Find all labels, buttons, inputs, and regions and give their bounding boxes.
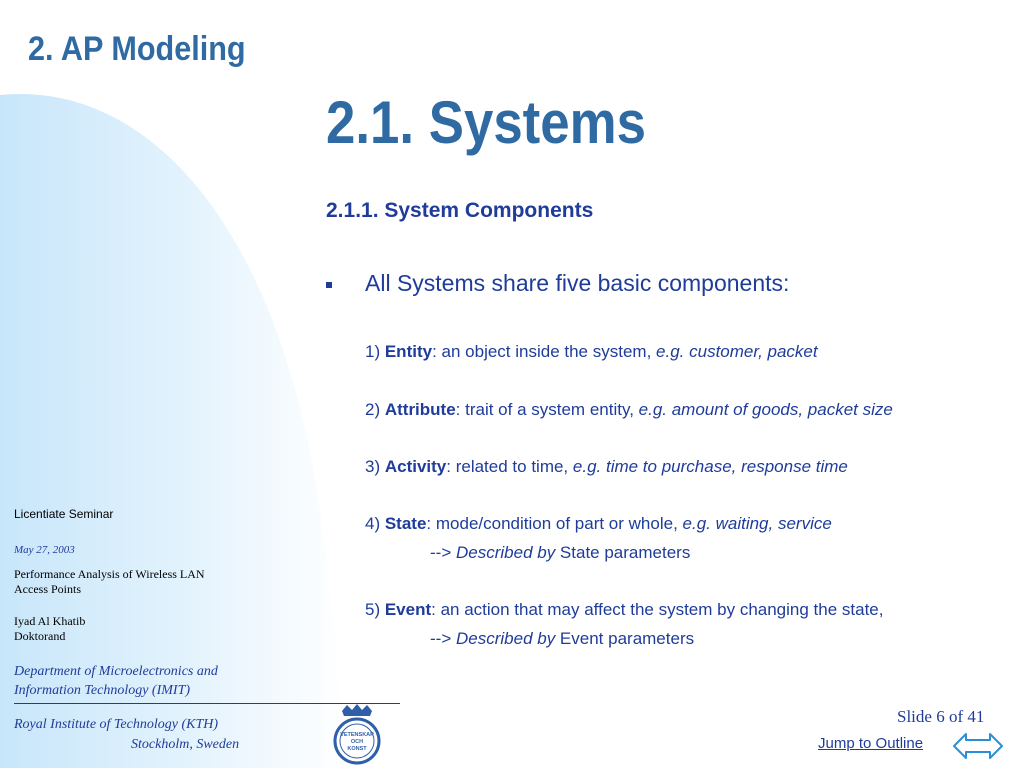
presentation-date: May 27, 2003: [14, 544, 75, 556]
subsection-title: 2.1.1. System Components: [326, 199, 594, 222]
slide-number: Slide 6 of 41: [897, 707, 985, 726]
thesis-title-line2: Access Points: [14, 582, 81, 596]
institute-name: Royal Institute of Technology (KTH): [14, 717, 219, 732]
parameters-text: Event parameters: [555, 629, 695, 648]
component-example: e.g. time to purchase, response time: [572, 457, 848, 476]
double-arrow-icon[interactable]: [952, 730, 1004, 762]
described-by-text: Described by: [455, 543, 556, 562]
institute-location: Stockholm, Sweden: [131, 737, 240, 752]
thesis-title: Performance Analysis of Wireless LAN Acc…: [14, 567, 205, 597]
component-description: : an action that may affect the system b…: [431, 600, 884, 619]
jump-to-outline-link[interactable]: Jump to Outline: [818, 735, 924, 752]
seal-text-1: VETENSKAP: [340, 732, 374, 738]
arrow-text: -->: [430, 629, 456, 648]
component-description: : trait of a system entity,: [455, 400, 639, 419]
component-term: Attribute: [384, 400, 456, 419]
department: Department of Microelectronics and Infor…: [14, 662, 218, 700]
component-item-event: 5) Event: an action that may affect the …: [365, 600, 883, 620]
bullet-square-icon: [326, 282, 332, 288]
component-item-state: 4) State: mode/condition of part or whol…: [365, 514, 832, 534]
component-number: 4): [365, 514, 385, 533]
component-number: 3): [365, 457, 385, 476]
arrow-text: -->: [430, 543, 456, 562]
divider: [14, 703, 400, 704]
bullet-text: All Systems share five basic components:: [365, 270, 790, 296]
seal-text-2: OCH: [351, 739, 363, 745]
author-role: Doktorand: [14, 629, 66, 643]
component-description: : related to time,: [446, 457, 573, 476]
department-line2: Information Technology (IMIT): [14, 683, 191, 698]
parameters-text: State parameters: [555, 543, 691, 562]
component-example: e.g. amount of goods, packet size: [638, 400, 893, 419]
author-name: Iyad Al Khatib: [14, 614, 86, 628]
component-description: : mode/condition of part or whole,: [426, 514, 683, 533]
component-number: 1): [365, 342, 385, 361]
component-term: Event: [384, 600, 432, 619]
seal-text-3: KONST: [347, 746, 367, 752]
component-item-activity: 3) Activity: related to time, e.g. time …: [365, 457, 848, 477]
section-title: 2. AP Modeling: [28, 30, 246, 68]
component-term: State: [384, 514, 427, 533]
component-example: e.g. customer, packet: [656, 342, 818, 361]
component-item-attribute: 2) Attribute: trait of a system entity, …: [365, 400, 893, 420]
state-described-by: --> Described by State parameters: [430, 543, 690, 563]
department-line1: Department of Microelectronics and: [14, 664, 218, 679]
thesis-title-line1: Performance Analysis of Wireless LAN: [14, 567, 205, 581]
author-block: Iyad Al Khatib Doktorand: [14, 614, 85, 644]
component-item-entity: 1) Entity: an object inside the system, …: [365, 342, 818, 362]
component-number: 5): [365, 600, 385, 619]
component-term: Activity: [384, 457, 447, 476]
component-number: 2): [365, 400, 385, 419]
component-term: Entity: [384, 342, 433, 361]
seminar-label: Licentiate Seminar: [14, 507, 114, 521]
event-described-by: --> Described by Event parameters: [430, 629, 694, 649]
slide-title: 2.1. Systems: [326, 89, 646, 156]
component-example: e.g. waiting, service: [682, 514, 832, 533]
described-by-text: Described by: [455, 629, 556, 648]
kth-seal-icon: VETENSKAP OCH KONST: [333, 704, 381, 765]
component-description: : an object inside the system,: [432, 342, 657, 361]
